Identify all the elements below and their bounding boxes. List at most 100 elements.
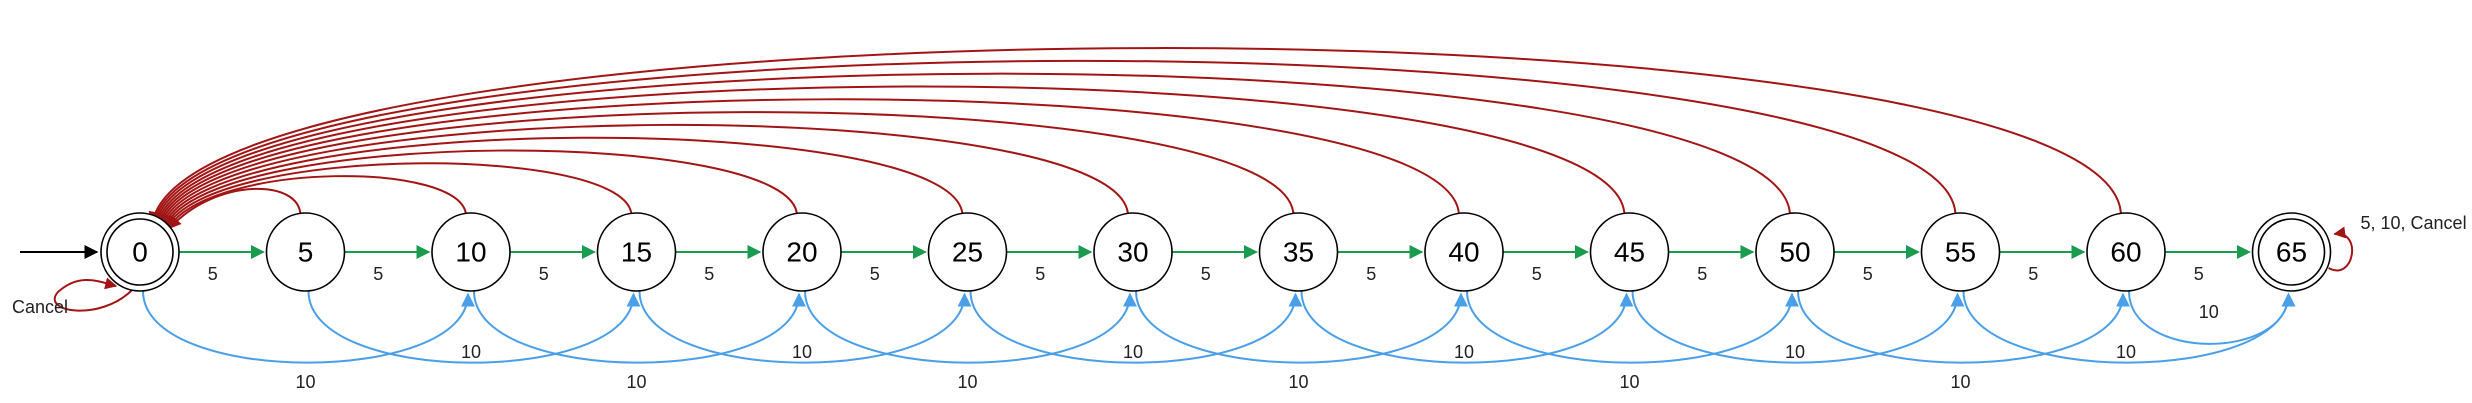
- five-edge-label-30: 5: [1201, 264, 1211, 284]
- cancel-edge-20: [164, 149, 798, 228]
- state-label-15: 15: [621, 237, 652, 268]
- ten-edge-35: [1300, 290, 1634, 364]
- cancel-edge-30: [159, 123, 1129, 227]
- ten-edge-label-35: 10: [1454, 342, 1474, 362]
- cancel-edges: [148, 47, 2122, 229]
- state-label-65: 65: [2276, 237, 2307, 268]
- five-edge-label-35: 5: [1366, 264, 1376, 284]
- state-circle-20: [762, 212, 842, 292]
- ten-edge-label-25: 10: [1123, 342, 1143, 362]
- state-label-55: 55: [1945, 237, 1976, 268]
- ten-edge-50: [1797, 290, 2130, 364]
- state-55: 55: [1920, 212, 2001, 292]
- ten-edge-60: [2128, 290, 2296, 345]
- state-label-30: 30: [1117, 237, 1148, 268]
- ten-edge-10: [473, 290, 806, 364]
- state-circle-30: [1093, 212, 1173, 292]
- state-circle-10: [431, 212, 511, 292]
- state-label-60: 60: [2110, 237, 2141, 268]
- five-edge-label-25: 5: [1035, 264, 1045, 284]
- start-self-loop: [54, 277, 133, 312]
- five-edge-label-45: 5: [1697, 264, 1707, 284]
- state-circle-65: [2251, 212, 2332, 292]
- state-label-0: 0: [132, 237, 148, 268]
- ten-edge-45: [1631, 290, 1965, 364]
- state-circle-45: [1589, 212, 1670, 292]
- cancel-edge-15: [165, 162, 633, 229]
- five-edge-label-20: 5: [870, 264, 880, 284]
- ten-edges: [142, 290, 2296, 364]
- ten-edge-label-20: 10: [957, 372, 977, 392]
- cancel-edge-40: [155, 98, 1460, 226]
- state-circle-35: [1258, 212, 1339, 292]
- state-circle-40: [1424, 212, 1504, 292]
- cancel-edge-5: [169, 188, 302, 229]
- state-35: 35: [1258, 212, 1339, 292]
- state-10: 10: [431, 212, 511, 292]
- state-label-5: 5: [298, 237, 314, 268]
- state-60: 60: [2086, 212, 2166, 292]
- state-20: 20: [762, 212, 842, 292]
- state-50: 50: [1755, 212, 1835, 292]
- state-circle-55: [1920, 212, 2001, 292]
- state-circle-0: [100, 212, 180, 292]
- state-label-40: 40: [1448, 237, 1479, 268]
- state-15: 15: [596, 212, 677, 292]
- state-label-45: 45: [1614, 237, 1645, 268]
- five-edge-label-60: 5: [2194, 264, 2204, 284]
- ten-edge-label-15: 10: [792, 342, 812, 362]
- ten-edge-40: [1466, 290, 1799, 364]
- state-25: 25: [927, 212, 1008, 292]
- state-circle-50: [1755, 212, 1835, 292]
- state-circle-5: [265, 212, 346, 292]
- ten-edge-label-60: 10: [2199, 302, 2219, 322]
- five-edge-label-5: 5: [373, 264, 383, 284]
- accept-ring-0: [106, 218, 174, 286]
- state-label-20: 20: [786, 237, 817, 268]
- cancel-edge-55: [150, 59, 1957, 225]
- state-label-10: 10: [455, 237, 486, 268]
- ten-edge-label-0: 10: [295, 372, 315, 392]
- state-65: 65: [2251, 212, 2332, 292]
- state-40: 40: [1424, 212, 1504, 292]
- state-30: 30: [1093, 212, 1173, 292]
- start-self-loop-label: Cancel: [12, 297, 68, 317]
- state-circle-25: [927, 212, 1008, 292]
- five-edge-label-10: 5: [539, 264, 549, 284]
- final-self-loop-label: 5, 10, Cancel: [2361, 213, 2467, 233]
- five-edge-label-15: 5: [704, 264, 714, 284]
- start-and-loop-edges: [20, 226, 2354, 312]
- state-circle-60: [2086, 212, 2166, 292]
- final-self-loop: [2328, 226, 2354, 272]
- five-edge-label-40: 5: [1532, 264, 1542, 284]
- ten-edge-20: [804, 290, 1137, 364]
- ten-edge-5: [307, 290, 641, 364]
- ten-edge-25: [969, 290, 1303, 364]
- ten-edge-label-45: 10: [1785, 342, 1805, 362]
- ten-edge-label-40: 10: [1619, 372, 1639, 392]
- five-edge-label-0: 5: [208, 264, 218, 284]
- ten-edge-0: [142, 290, 475, 364]
- ten-edge-30: [1135, 290, 1468, 364]
- ten-edge-label-30: 10: [1288, 372, 1308, 392]
- cancel-edge-60: [148, 47, 2122, 224]
- five-edge-label-55: 5: [2028, 264, 2038, 284]
- cancel-edge-45: [154, 85, 1626, 226]
- cancel-edge-25: [161, 136, 964, 228]
- ten-edge-label-5: 10: [461, 342, 481, 362]
- five-edge-label-50: 5: [1863, 264, 1873, 284]
- state-5: 5: [265, 212, 346, 292]
- state-0: 0: [100, 212, 180, 292]
- state-label-25: 25: [952, 237, 983, 268]
- ten-edge-15: [638, 290, 972, 364]
- cancel-edge-50: [152, 72, 1791, 225]
- state-circle-15: [596, 212, 677, 292]
- accept-ring-65: [2257, 218, 2326, 286]
- cancel-edge-35: [157, 111, 1295, 227]
- ten-edge-label-50: 10: [1950, 372, 1970, 392]
- cancel-edge-10: [167, 175, 467, 229]
- state-label-35: 35: [1283, 237, 1314, 268]
